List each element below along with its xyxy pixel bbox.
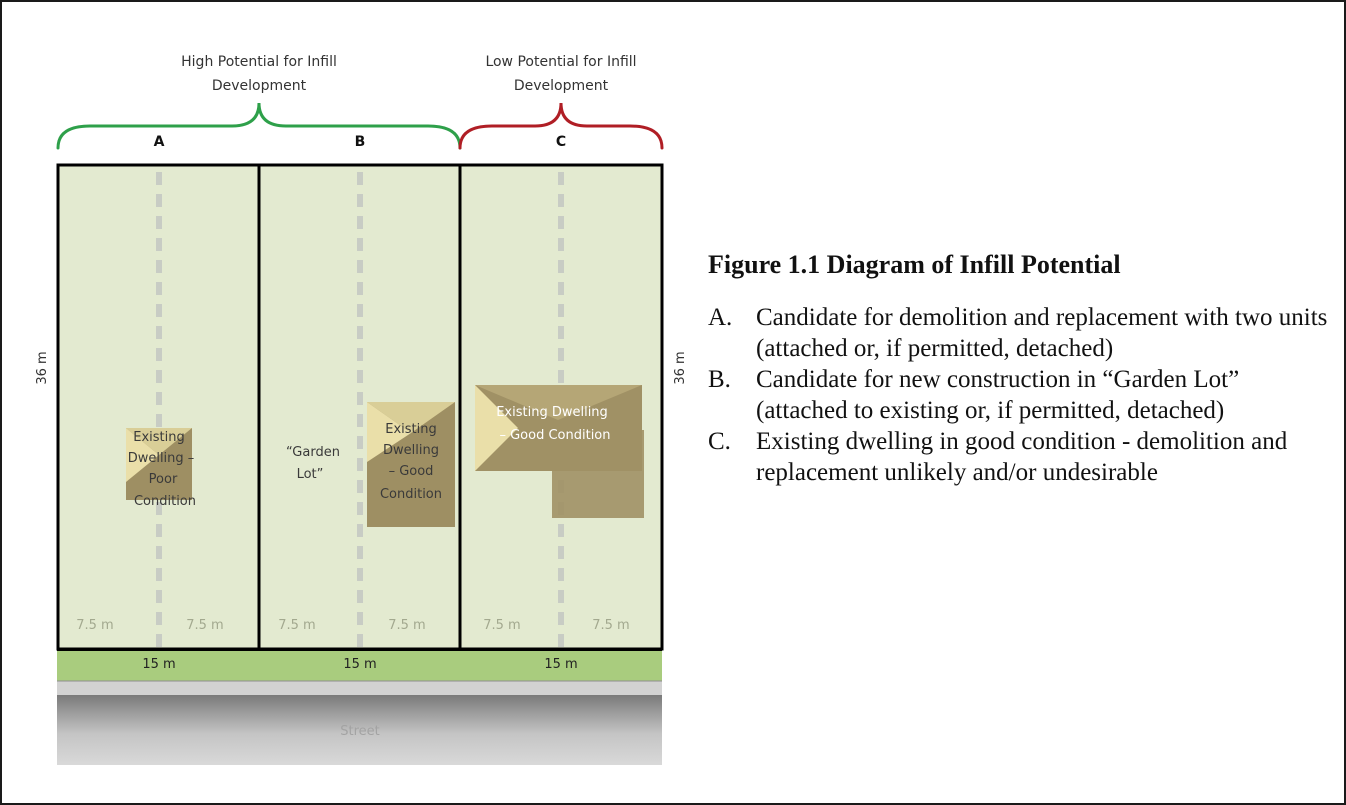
- sidewalk: [57, 681, 662, 695]
- dwelling-a-line3: Poor: [149, 472, 178, 487]
- street: [57, 695, 662, 765]
- lot-b-frontage: 15 m: [343, 657, 376, 672]
- dwelling-a-line4: Condition: [134, 494, 196, 509]
- lot-c-right-width: 7.5 m: [592, 618, 629, 633]
- verge-strip: [57, 650, 662, 681]
- lot-a-frontage: 15 m: [142, 657, 175, 672]
- garden-lot-line2: Lot”: [297, 467, 324, 482]
- dwelling-a-line1: Existing: [133, 430, 185, 445]
- dwelling-b-line4: Condition: [380, 487, 442, 502]
- dwelling-b-line1: Existing: [385, 422, 437, 437]
- dwelling-c-line1: Existing Dwelling: [496, 405, 608, 420]
- caption-letter-b: B.: [708, 366, 731, 393]
- dwelling-c-line2: – Good Condition: [499, 428, 610, 443]
- caption-item-c: C. Existing dwelling in good condition -…: [708, 426, 1328, 488]
- caption-text-c: Existing dwelling in good condition - de…: [756, 428, 1288, 486]
- high-potential-bracket: [56, 102, 462, 150]
- caption-letter-c: C.: [708, 428, 731, 455]
- lot-a-left-width: 7.5 m: [76, 618, 113, 633]
- depth-label-left: 36 m: [35, 351, 50, 384]
- caption-letter-a: A.: [708, 304, 733, 331]
- caption-text-b: Candidate for new construction in “Garde…: [756, 366, 1240, 424]
- depth-label-right: 36 m: [673, 351, 688, 384]
- dwelling-b-line2: Dwelling: [383, 443, 439, 458]
- lot-b-left-width: 7.5 m: [278, 618, 315, 633]
- high-potential-title-line1: High Potential for Infill: [181, 54, 337, 70]
- lot-c-left-width: 7.5 m: [483, 618, 520, 633]
- dwelling-b: Existing Dwelling – Good Condition: [367, 402, 455, 527]
- low-potential-title-line2: Development: [514, 78, 609, 94]
- lot-c-letter: C: [556, 134, 566, 150]
- lot-c-frontage: 15 m: [544, 657, 577, 672]
- dwelling-b-line3: – Good: [389, 464, 434, 479]
- dwelling-a: Existing Dwelling – Poor Condition: [126, 428, 196, 509]
- caption-item-a: A. Candidate for demolition and replacem…: [708, 302, 1328, 364]
- dwelling-c: Existing Dwelling – Good Condition: [475, 385, 644, 518]
- high-potential-title-line2: Development: [212, 78, 307, 94]
- lot-a-right-width: 7.5 m: [186, 618, 223, 633]
- garden-lot-line1: “Garden: [286, 445, 340, 460]
- figure-caption: Figure 1.1 Diagram of Infill Potential A…: [708, 250, 1328, 488]
- low-potential-title-line1: Low Potential for Infill: [485, 54, 636, 70]
- lot-a-letter: A: [154, 134, 165, 150]
- caption-text-a: Candidate for demolition and replacement…: [756, 304, 1328, 362]
- dwelling-a-line2: Dwelling –: [128, 451, 195, 466]
- figure-title: Figure 1.1 Diagram of Infill Potential: [708, 250, 1121, 279]
- caption-item-b: B. Candidate for new construction in “Ga…: [708, 364, 1328, 426]
- lot-b-letter: B: [355, 134, 366, 150]
- caption-list: A. Candidate for demolition and replacem…: [708, 302, 1328, 488]
- street-label: Street: [340, 724, 380, 739]
- low-potential-bracket: [458, 102, 664, 150]
- infill-diagram: High Potential for Infill Development Lo…: [35, 54, 688, 765]
- lot-b-right-width: 7.5 m: [388, 618, 425, 633]
